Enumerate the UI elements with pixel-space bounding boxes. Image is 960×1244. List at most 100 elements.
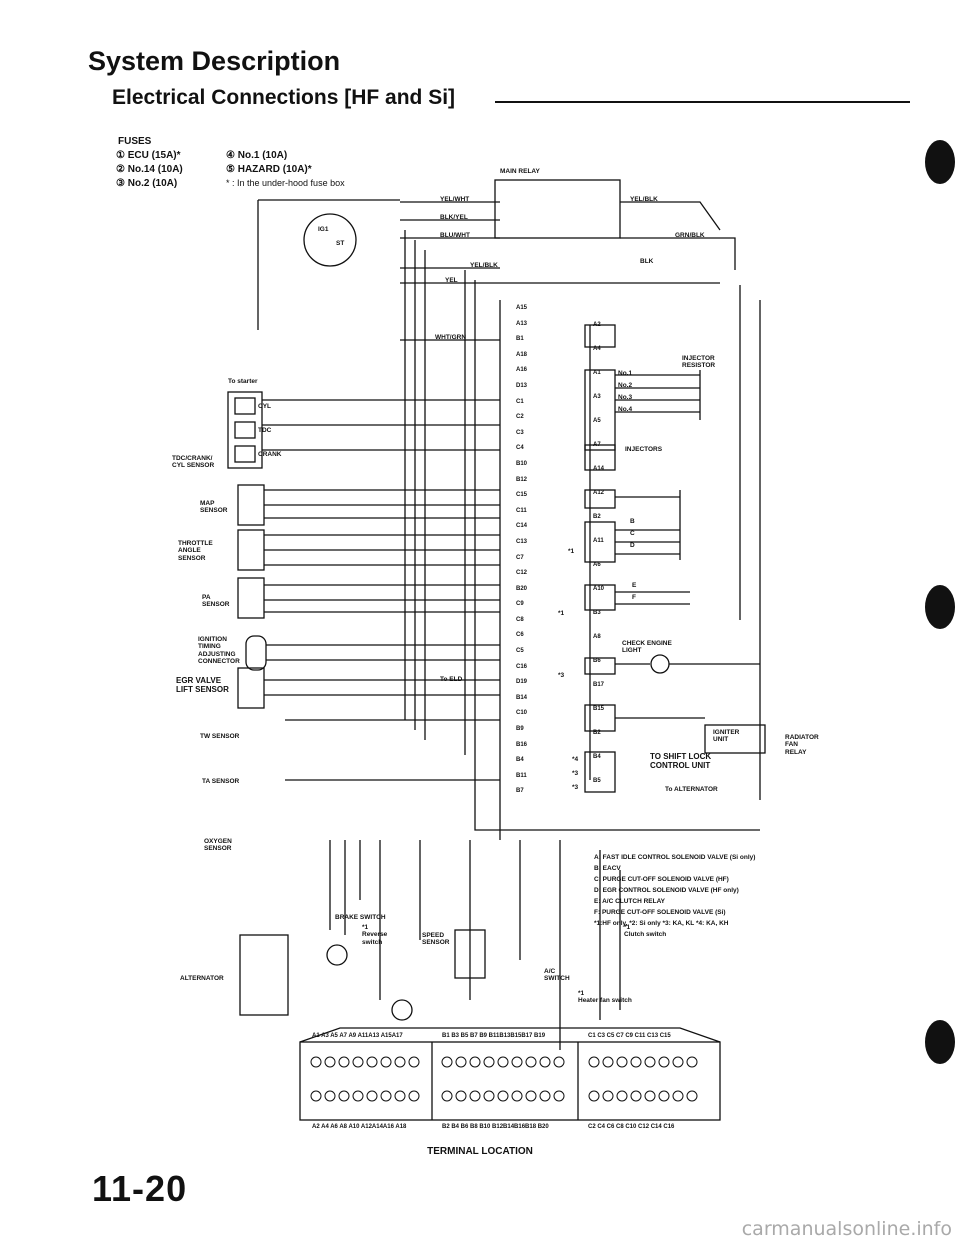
footnote-marker: *1: [558, 610, 565, 617]
ecu-pin: B2: [593, 730, 601, 736]
ecu-pin: A5: [593, 418, 601, 424]
tdc-sensor-label: TDC/CRANK/ CYL SENSOR: [172, 455, 215, 470]
valve-letter: F: [632, 594, 636, 601]
ecu-pin: B20: [516, 585, 528, 592]
main-relay-label: MAIN RELAY: [500, 168, 540, 175]
ecu-pin: C6: [516, 632, 524, 639]
footnote-marker: *3: [572, 784, 579, 791]
wire-label: BLU/WHT: [440, 232, 470, 239]
ecu-pin: C12: [516, 570, 528, 577]
fuse-note: * : In the under-hood fuse box: [226, 178, 345, 188]
ta-sensor-label: TA SENSOR: [202, 778, 240, 785]
fuse-item: ① ECU (15A)*: [116, 150, 181, 161]
terminal-pins-b: [441, 1056, 565, 1102]
ecu-pin: C5: [516, 648, 524, 655]
injectors-label: INJECTORS: [625, 446, 663, 453]
terminal-label-c-top: C1 C3 C5 C7 C9 C11 C13 C15: [588, 1033, 671, 1039]
legend-item: E: A/C CLUTCH RELAY: [594, 898, 666, 905]
fuse-item: ② No.14 (10A): [116, 164, 183, 175]
ecu-pin: A8: [593, 634, 601, 640]
ecu-left-pin-column: A15 A13 B1 A18 A16 D13 C1 C2 C3 C4 B10 B…: [516, 305, 527, 804]
footnote-marker: *3: [572, 770, 579, 777]
wire-label: GRN/BLK: [675, 232, 705, 239]
ecu-pin: A1: [593, 370, 601, 376]
ecu-pin: A11: [593, 538, 604, 544]
fuse-item: ④ No.1 (10A): [226, 150, 288, 161]
wire-label: YEL/BLK: [470, 262, 498, 269]
terminal-pins-a-top: [310, 1056, 420, 1102]
injector-no: No.1: [618, 370, 633, 377]
ecu-pin: A16: [516, 367, 528, 374]
binder-hole-mark: [925, 1020, 955, 1064]
ecu-pin: B9: [516, 726, 524, 733]
ecu-pin: B16: [516, 741, 528, 748]
heater-fan-label: *1 Heater fan switch: [578, 990, 632, 1005]
ecu-pin: C3: [516, 429, 524, 436]
injector-no: No.4: [618, 406, 633, 413]
terminal-location-caption: TERMINAL LOCATION: [427, 1146, 533, 1157]
ecu-pin: C13: [516, 538, 528, 545]
shift-lock-label: TO SHIFT LOCK CONTROL UNIT: [650, 752, 712, 771]
valve-letter: B: [630, 518, 635, 525]
terminal-label-b-bottom: B2 B4 B6 B8 B10 B12B14B16B18 B20: [442, 1124, 549, 1130]
legend-item: D: EGR CONTROL SOLENOID VALVE (HF only): [594, 887, 739, 894]
injector-no: No.2: [618, 382, 633, 389]
reverse-switch-label: *1 Reverse switch: [362, 924, 388, 946]
ecu-pin: A6: [593, 562, 601, 568]
ecu-pin: B10: [516, 460, 528, 467]
wire-label: WHT/GRN: [435, 334, 467, 341]
fuse-item: ⑤ HAZARD (10A)*: [226, 164, 312, 175]
ecu-pin: C10: [516, 710, 528, 717]
ecu-pin: A2: [593, 322, 601, 328]
pa-sensor-label: PA SENSOR: [202, 594, 230, 609]
crank-label: CRANK: [258, 451, 282, 458]
clutch-switch-label: *1 Clutch switch: [624, 924, 667, 939]
ecu-pin: B11: [516, 772, 527, 779]
ecu-pin: B14: [516, 694, 528, 701]
cyl-label: CYL: [258, 403, 271, 410]
wire-label: YEL: [445, 277, 458, 284]
ecu-pin: C16: [516, 663, 528, 670]
ecu-pin: C1: [516, 398, 524, 405]
ecu-pin: C14: [516, 523, 528, 530]
legend-item: *1:HF only, *2: Si only *3: KA, KL *4: K…: [594, 920, 729, 927]
valve-letter: E: [632, 582, 637, 589]
ecu-pin: A15: [516, 305, 528, 311]
ecu-pin: D19: [516, 679, 528, 686]
wire-label: BLK: [640, 258, 654, 265]
ecu-right-pin-column: A2 A4 A1 A3 A5 A7 A14 A12 B2 A11 A6 A10 …: [593, 322, 604, 802]
fuses-heading: FUSES: [118, 136, 152, 147]
to-eld-label: To ELD: [440, 676, 463, 683]
ecu-pin: A7: [593, 442, 601, 448]
alternator-label: ALTERNATOR: [180, 975, 224, 982]
to-alternator-label: To ALTERNATOR: [665, 786, 718, 793]
to-starter-label: To starter: [228, 378, 258, 385]
terminal-label-a-top: A1 A3 A5 A7 A9 A11A13 A15A17: [312, 1033, 403, 1039]
legend-item: F: PURGE CUT-OFF SOLENOID VALVE (Si): [594, 909, 726, 916]
ecu-pin: A13: [516, 320, 528, 327]
ecu-pin: B4: [516, 757, 524, 764]
footnote-marker: *4: [572, 756, 579, 763]
watermark: carmanualsonline.info: [741, 1218, 952, 1240]
ecu-pin: B1: [516, 336, 524, 343]
binder-hole-mark: [925, 140, 955, 184]
wire-label: YEL/WHT: [440, 196, 470, 203]
terminal-pins-c: [588, 1056, 698, 1102]
ecu-pin: A12: [593, 490, 605, 496]
ac-switch-label: A/C SWITCH: [544, 968, 570, 983]
map-sensor-label: MAP SENSOR: [200, 500, 228, 515]
footnote-marker: *1: [568, 548, 575, 555]
tw-sensor-label: TW SENSOR: [200, 733, 240, 740]
injector-no: No.3: [618, 394, 633, 401]
ecu-pin: C4: [516, 445, 524, 452]
binder-hole-mark: [925, 585, 955, 629]
check-engine-label: CHECK ENGINE LIGHT: [622, 640, 672, 655]
igniter-label: IGNITER UNIT: [713, 729, 740, 744]
page-title: System Description: [88, 46, 341, 76]
ignition-st: ST: [336, 240, 345, 247]
ecu-pin: A4: [593, 346, 601, 352]
oxygen-sensor-label: OXYGEN SENSOR: [204, 838, 232, 853]
title-rule: [495, 101, 910, 103]
ignition-ig1: IG1: [318, 226, 329, 233]
